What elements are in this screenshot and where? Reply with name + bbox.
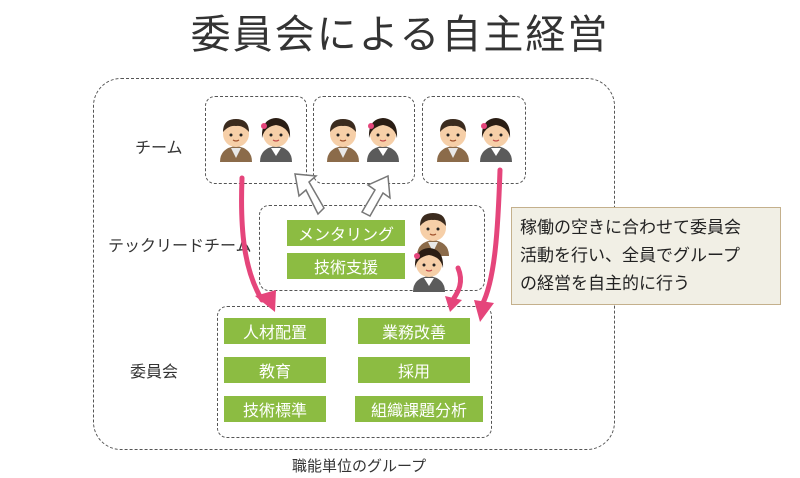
- pink-arrowhead-icon: [474, 300, 494, 322]
- woman-icon: [479, 117, 513, 163]
- pink-arrow-right: [479, 167, 503, 308]
- woman-icon: [366, 117, 400, 163]
- label-team: チーム: [135, 138, 183, 157]
- note-line: の経営を自主的に行う: [520, 274, 690, 294]
- team-frame-2: [313, 96, 415, 184]
- pink-arrowhead-icon: [445, 296, 462, 312]
- man-icon: [326, 118, 360, 163]
- team-frame-1: [205, 96, 307, 184]
- committee-item-improvement: 業務改善: [358, 318, 470, 344]
- pink-arrow-left: [239, 175, 265, 303]
- committee-item-staffing: 人材配置: [224, 318, 326, 344]
- up-arrow-icon: [294, 173, 325, 216]
- committee-item-org-analysis: 組織課題分析: [355, 396, 483, 422]
- pink-arrowhead-icon: [255, 290, 276, 312]
- label-techlead: テックリードチーム: [108, 236, 252, 255]
- man-icon: [219, 118, 253, 163]
- man-icon: [436, 118, 470, 163]
- up-arrow-icon: [360, 174, 391, 217]
- woman-icon: [412, 247, 446, 293]
- team-frame-3: [422, 96, 526, 184]
- committee-item-hiring: 採用: [358, 357, 470, 383]
- techlead-item-tech-support: 技術支援: [287, 253, 405, 279]
- note-line: 活動を行い、全員でグループ: [520, 246, 740, 266]
- committee-frame: [217, 306, 492, 438]
- footer-label: 職能単位のグループ: [292, 457, 427, 475]
- committee-item-tech-standards: 技術標準: [224, 396, 326, 422]
- note-box: 稼働の空きに合わせて委員会 活動を行い、全員でグループ の経営を自主的に行う: [511, 207, 781, 305]
- committee-item-education: 教育: [224, 357, 326, 383]
- pink-arrow-mid: [451, 265, 463, 301]
- techlead-item-mentoring: メンタリング: [287, 220, 405, 246]
- woman-icon: [259, 117, 293, 163]
- label-committee: 委員会: [130, 362, 179, 381]
- page-title: 委員会による自主経営: [190, 12, 610, 58]
- note-line: 稼働の空きに合わせて委員会: [520, 218, 741, 238]
